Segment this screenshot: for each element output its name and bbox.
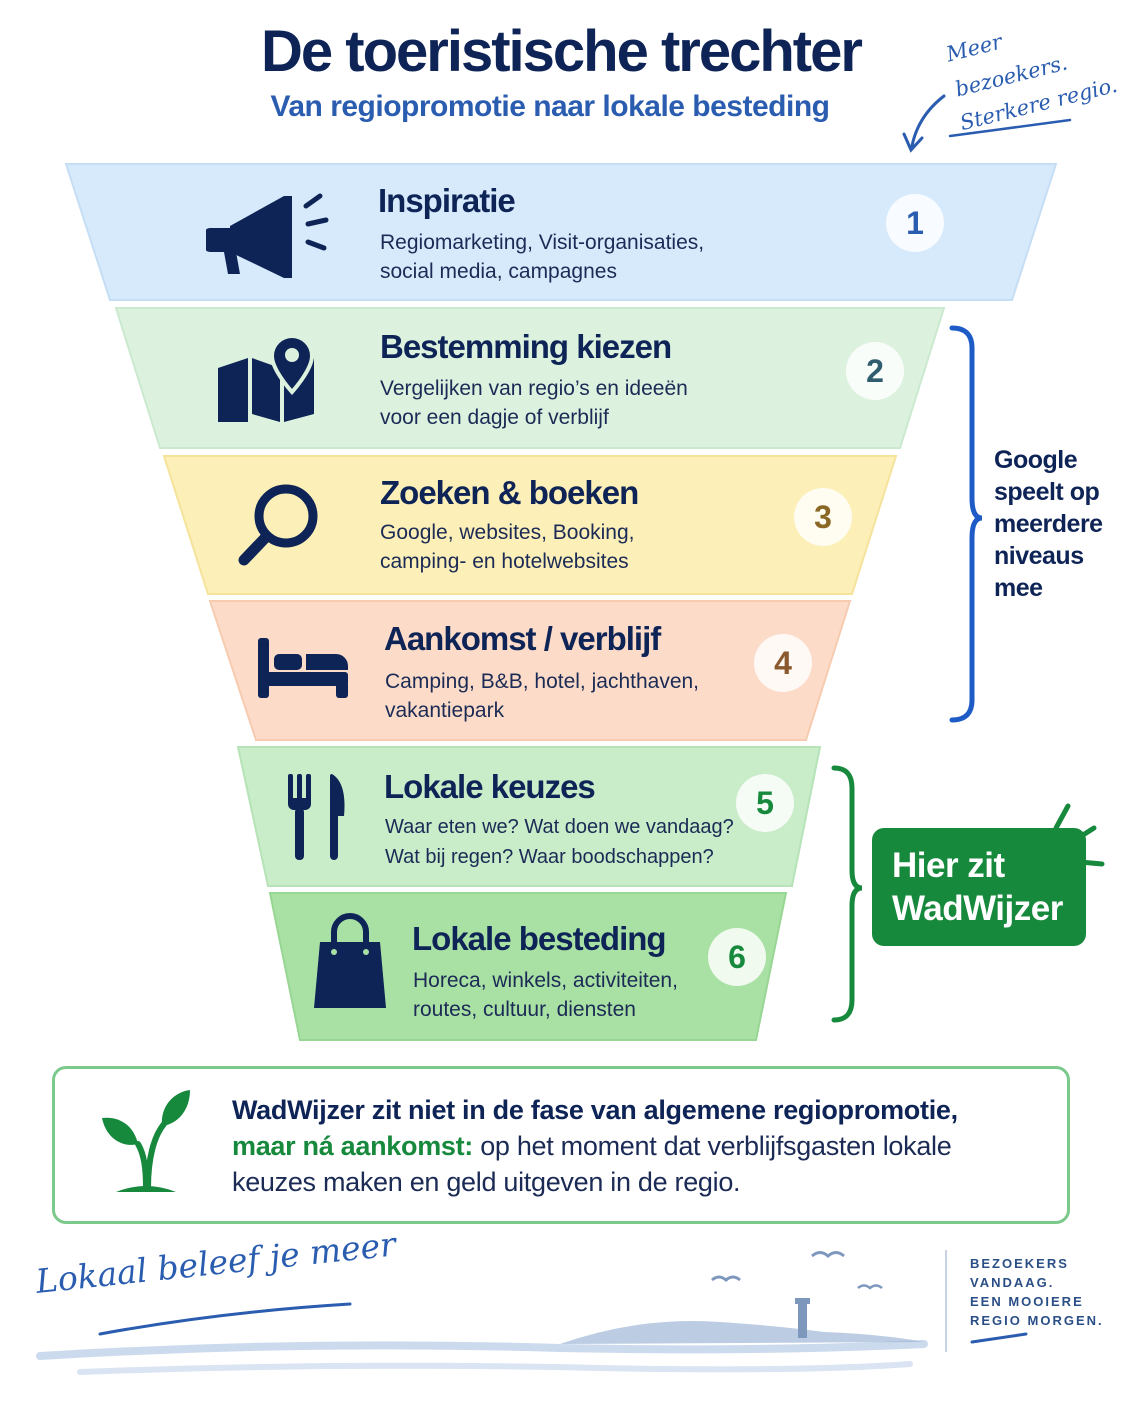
funnel-layer-4 — [208, 600, 852, 741]
callout-line-1: Hier zit — [892, 846, 1005, 885]
note-arrow-icon — [910, 94, 946, 148]
stage-5-badge: 5 — [736, 774, 794, 832]
funnel-layer-3 — [162, 455, 898, 595]
stage-1-badge: 1 — [886, 194, 944, 252]
funnel-layer-5 — [236, 746, 822, 887]
info-rest: op het moment dat verblijfsgasten lokale… — [232, 1131, 952, 1197]
stage-1-title: Inspiratie — [378, 182, 516, 219]
google-bracket — [949, 325, 983, 723]
stage-4-title: Aankomst / verblijf — [384, 620, 661, 657]
stage-4-badge: 4 — [754, 634, 812, 692]
stage-6-desc-line-2: routes, cultuur, diensten — [413, 998, 636, 1021]
stage-4-desc-line-1: Camping, B&B, hotel, jachthaven, — [385, 670, 700, 693]
stage-6-title: Lokale besteding — [412, 920, 667, 957]
google-label-line-4: niveaus mee — [994, 542, 1084, 602]
shopping-bag-icon — [314, 913, 386, 1008]
info-bold-green: maar ná aankomst: — [232, 1131, 473, 1161]
wadden-landscape — [36, 1251, 928, 1375]
stage-6-badge: 6 — [708, 928, 766, 986]
stage-3-desc-line-1: Google, websites, Booking, — [380, 521, 635, 544]
info-bold-dark: WadWijzer zit niet in de fase van algeme… — [232, 1095, 958, 1125]
stage-3-badge: 3 — [794, 488, 852, 546]
search-icon — [238, 484, 318, 566]
slogan-underline — [98, 1302, 352, 1336]
tagline-line-3: EEN MOOIERE — [970, 1294, 1084, 1309]
stage-4-desc-line-2: vakantiepark — [385, 699, 505, 722]
page-title: De toeristische trechter — [261, 19, 863, 84]
stage-2-desc-line-1: Vergelijken van regio’s en ideeën — [380, 377, 688, 400]
stage-5-desc-line-1: Waar eten we? Wat doen we vandaag? — [385, 816, 734, 838]
stage-2-desc-line-2: voor een dagje of verblijf — [380, 406, 609, 429]
wadwijzer-callout: Hier zit WadWijzer — [872, 828, 1086, 946]
fork-knife-icon — [288, 774, 345, 860]
bed-icon — [258, 638, 348, 698]
tagline-line-2: VANDAAG. — [970, 1275, 1055, 1290]
stage-6-desc-line-1: Horeca, winkels, activiteiten, — [413, 969, 678, 992]
stage-2-badge: 2 — [846, 342, 904, 400]
stage-5-desc-line-2: Wat bij regen? Waar boodschappen? — [385, 846, 714, 868]
info-box — [52, 1066, 1070, 1224]
sprout-icon — [102, 1090, 190, 1192]
google-label-line-1: Google — [994, 446, 1078, 474]
google-label-line-3: meerdere — [994, 510, 1103, 538]
map-pin-icon — [218, 334, 315, 422]
stage-3-desc-line-2: camping- en hotelwebsites — [380, 550, 629, 573]
page-subtitle: Van regiopromotie naar lokale besteding — [270, 90, 830, 123]
wadwijzer-bracket — [831, 765, 863, 1023]
stage-1-desc-line-2: social media, campagnes — [380, 260, 617, 283]
funnel-layer-2 — [114, 307, 946, 449]
lighthouse-icon — [798, 1302, 807, 1338]
stage-3-title: Zoeken & boeken — [380, 474, 639, 511]
funnel-layer-6 — [268, 892, 788, 1041]
tagline-line-4: REGIO MORGEN. — [970, 1313, 1104, 1328]
stage-2-title: Bestemming kiezen — [380, 328, 672, 365]
tagline-line-1: BEZOEKERS — [970, 1256, 1069, 1271]
google-label-line-2: speelt op — [994, 478, 1100, 506]
stage-1-desc-line-1: Regiomarketing, Visit-organisaties, — [380, 231, 705, 254]
megaphone-icon — [206, 193, 329, 278]
tagline: BEZOEKERS VANDAAG. EEN MOOIERE REGIO MOR… — [970, 1254, 1104, 1330]
info-text: WadWijzer zit niet in de fase van algeme… — [232, 1092, 1022, 1200]
note-underline — [948, 118, 1072, 138]
stage-5-title: Lokale keuzes — [384, 768, 596, 805]
callout-line-2: WadWijzer — [892, 889, 1063, 928]
